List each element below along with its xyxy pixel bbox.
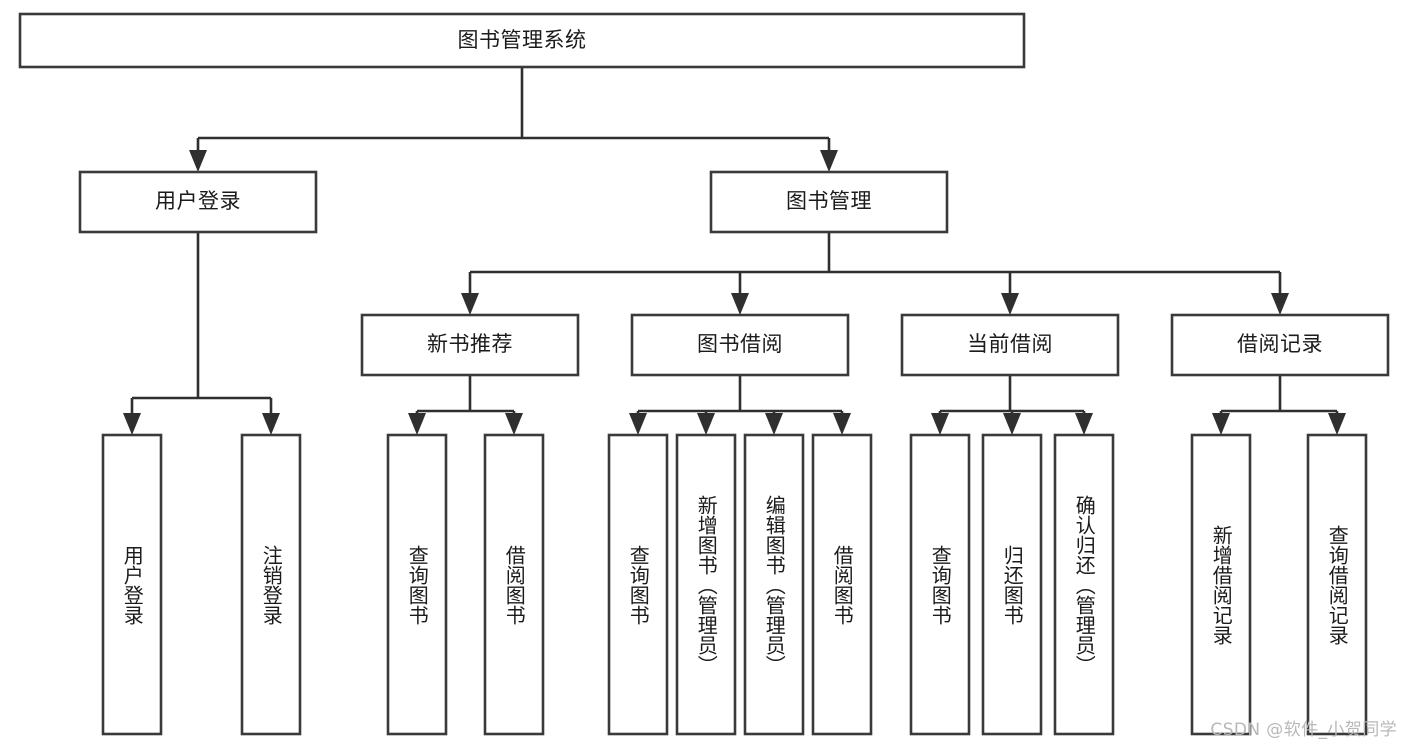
conn-current-borrow-arrow-2 [1075,413,1093,435]
conn-new-book-recommend-arrow-0 [408,413,426,435]
node-leaf-edit-book-admin[interactable] [743,433,805,736]
conn-borrow-records-arrow-0 [1212,413,1230,435]
node-root[interactable] [18,12,1026,69]
node-leaf-query-book-3[interactable] [909,433,971,736]
node-borrow-records[interactable] [1170,313,1390,377]
node-book-management[interactable] [709,170,949,234]
conn-user-login-arrow-0 [123,413,141,435]
node-leaf-user-logout[interactable] [240,433,302,736]
node-leaf-borrow-book-2[interactable] [811,433,873,736]
conn-bookmgmt-arrow-2 [1001,293,1019,315]
node-leaf-query-book-2[interactable] [607,433,669,736]
node-leaf-confirm-return[interactable] [1053,433,1115,736]
conn-book-borrow-arrow-1 [697,413,715,435]
node-leaf-user-login[interactable] [101,433,163,736]
conn-book-borrow-arrow-3 [833,413,851,435]
node-leaf-add-borrow-record[interactable] [1190,433,1252,736]
node-leaf-query-borrow-record[interactable] [1306,433,1368,736]
node-leaf-return-book[interactable] [981,433,1043,736]
conn-bookmgmt-arrow-1 [731,293,749,315]
conn-book-borrow-arrow-0 [629,413,647,435]
connector-layer [123,67,1346,435]
conn-book-borrow-arrow-2 [765,413,783,435]
node-box-layer [18,12,1390,736]
node-leaf-add-book-admin[interactable] [675,433,737,736]
node-leaf-borrow-book-1[interactable] [483,433,545,736]
conn-user-login-arrow-1 [262,413,280,435]
conn-borrow-records-arrow-1 [1328,413,1346,435]
csdn-watermark: CSDN @软件_小贺同学 [1210,720,1397,740]
node-book-borrow[interactable] [630,313,850,377]
conn-new-book-recommend-arrow-1 [505,413,523,435]
node-new-book-recommend[interactable] [360,313,580,377]
conn-bookmgmt-arrow-3 [1271,293,1289,315]
conn-current-borrow-arrow-0 [931,413,949,435]
node-user-login[interactable] [78,170,318,234]
conn-bookmgmt-arrow-0 [461,293,479,315]
conn-root-arrow-0 [189,150,207,172]
node-current-borrow[interactable] [900,313,1120,377]
conn-root-arrow-1 [820,150,838,172]
node-leaf-query-book-1[interactable] [386,433,448,736]
conn-current-borrow-arrow-1 [1003,413,1021,435]
